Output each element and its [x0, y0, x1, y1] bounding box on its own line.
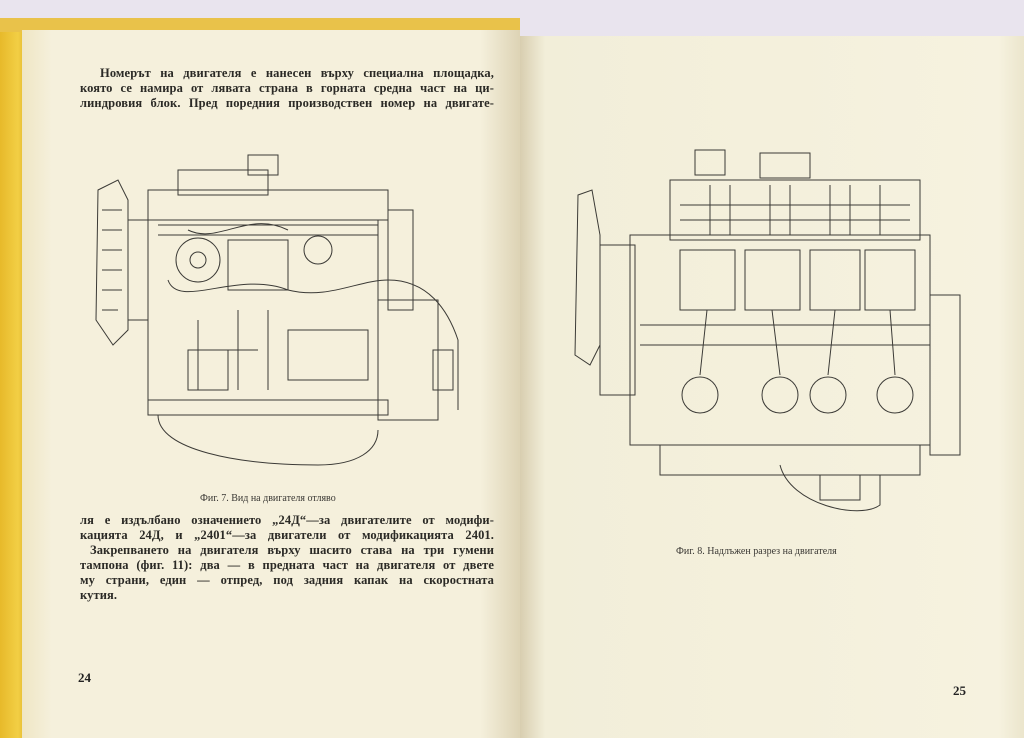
page-number: 25	[953, 683, 966, 698]
text-line: тампона (фиг. 11): два — в предната част…	[80, 558, 494, 572]
figure-caption: Фиг. 8. Надлъжен разрез на двигателя	[676, 546, 837, 557]
left-page	[22, 30, 520, 738]
text-line: линдровия блок. Пред поредния производст…	[80, 96, 494, 110]
figure-caption: Фиг. 7. Вид на двигателя отляво	[200, 493, 336, 504]
engine-section-figure	[574, 149, 961, 512]
text-line: ля е издълбано означението „24Д“—за двиг…	[80, 513, 494, 527]
text-line: кутия.	[80, 588, 118, 602]
text-line: която се намира от лявата страна в горна…	[80, 81, 494, 95]
book-cover-top	[0, 18, 520, 32]
text-line: Закрепването на двигателя върху шасито с…	[90, 543, 494, 557]
text-line: му страни, един — отпред, под задния кап…	[80, 573, 494, 587]
text-line: кацията 24Д, и „2401“—за двигатели от мо…	[80, 528, 494, 542]
engine-side-view-figure	[95, 154, 459, 466]
text-line: Номерът на двигателя е нанесен върху спе…	[100, 66, 494, 80]
page-number: 24	[78, 670, 91, 685]
